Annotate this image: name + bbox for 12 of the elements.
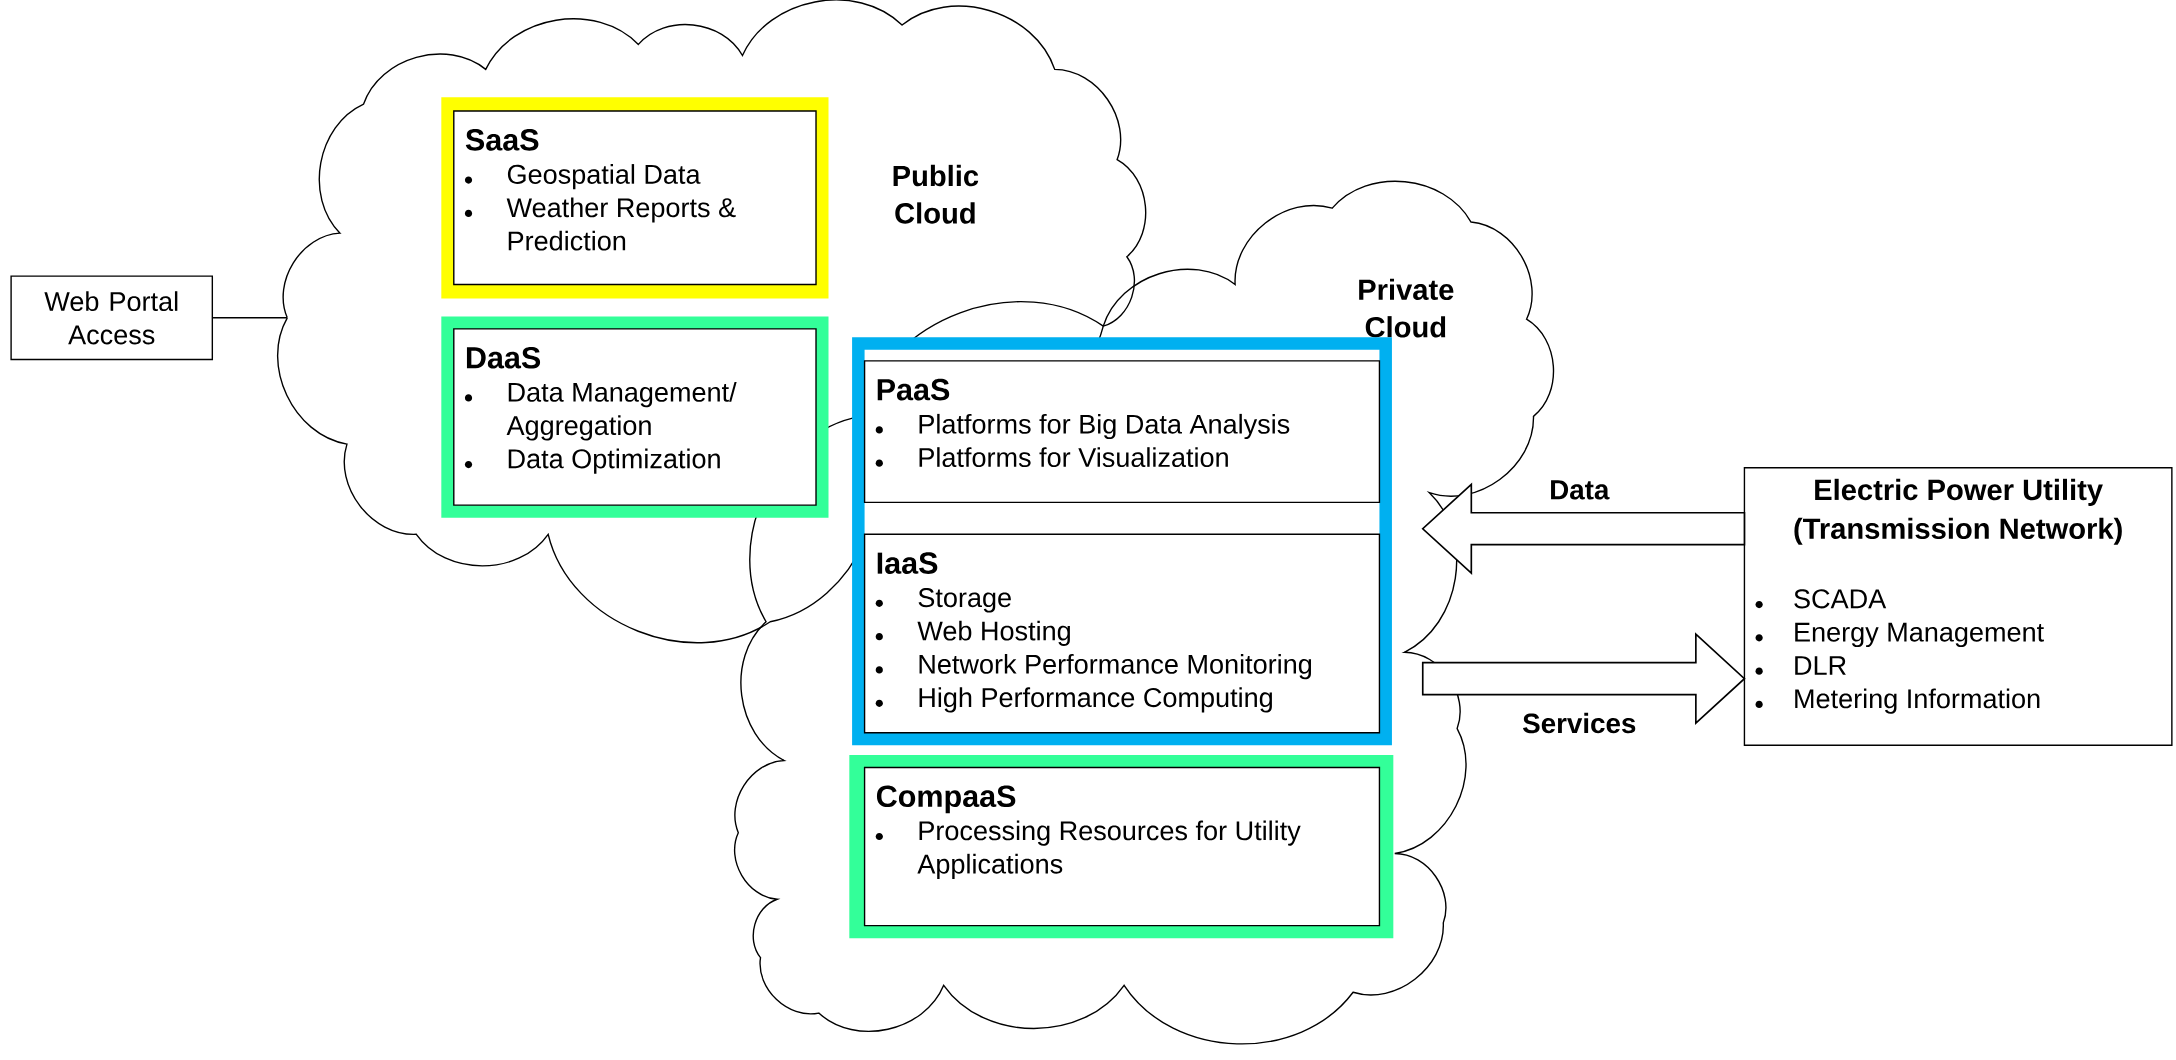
text-box: Electric Power Utility (Transmission Network) SCADA Energy Management DLR Metering Information [1743,466,2173,746]
edge-label: Data [1551,480,1610,500]
service-box: PaaS Platforms for Big Data Analysis Platforms for Visualization [863,360,1381,503]
service-box: SaaS Geospatial Data Weather Reports & Prediction [441,97,829,299]
service-box: CompaaS Processing Resources for Utility Applications [849,754,1394,938]
connector-line [212,317,288,319]
block-arrow [1421,482,1746,575]
block-arrow [1421,632,1746,725]
service-box: DaaS Data Management/ Aggregation Data Optimization [441,316,829,518]
service-box: IaaS Storage Web Hosting Network Performance Monitoring High Performance Computing [863,533,1381,734]
text-box: Web Portal Access [10,275,214,360]
edge-label: Services [1523,712,1636,734]
